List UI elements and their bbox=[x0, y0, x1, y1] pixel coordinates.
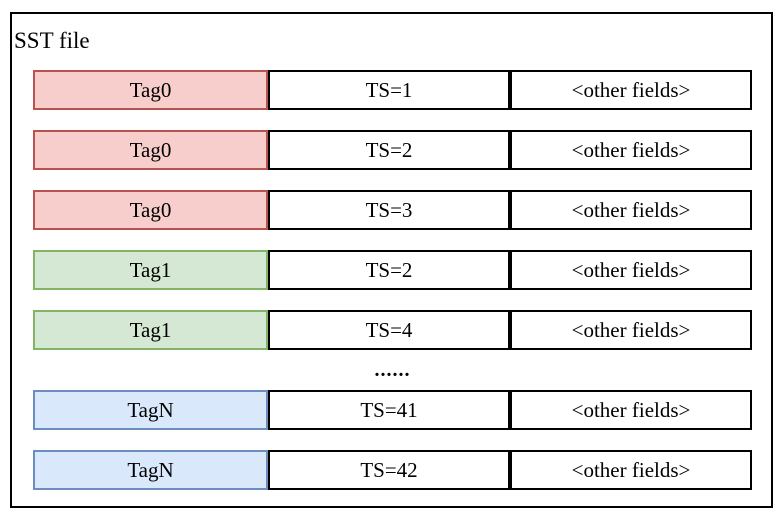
ellipsis-label: ...... bbox=[374, 358, 411, 381]
tag-cell: TagN bbox=[33, 450, 268, 490]
other-fields-cell: <other fields> bbox=[510, 450, 752, 490]
other-fields-cell: <other fields> bbox=[510, 310, 752, 350]
ts-cell: TS=41 bbox=[268, 390, 510, 430]
other-fields-cell: <other fields> bbox=[510, 130, 752, 170]
ts-cell: TS=2 bbox=[268, 130, 510, 170]
ts-cell: TS=42 bbox=[268, 450, 510, 490]
other-fields-cell: <other fields> bbox=[510, 190, 752, 230]
tag-cell: Tag1 bbox=[33, 250, 268, 290]
other-fields-cell: <other fields> bbox=[510, 70, 752, 110]
other-fields-cell: <other fields> bbox=[510, 390, 752, 430]
ts-cell: TS=4 bbox=[268, 310, 510, 350]
tag-cell: TagN bbox=[33, 390, 268, 430]
tag-cell: Tag0 bbox=[33, 130, 268, 170]
tag-cell: Tag1 bbox=[33, 310, 268, 350]
sst-file-label: SST file bbox=[14, 28, 90, 53]
tag-cell: Tag0 bbox=[33, 70, 268, 110]
ts-cell: TS=3 bbox=[268, 190, 510, 230]
tag-cell: Tag0 bbox=[33, 190, 268, 230]
other-fields-cell: <other fields> bbox=[510, 250, 752, 290]
ts-cell: TS=1 bbox=[268, 70, 510, 110]
ts-cell: TS=2 bbox=[268, 250, 510, 290]
